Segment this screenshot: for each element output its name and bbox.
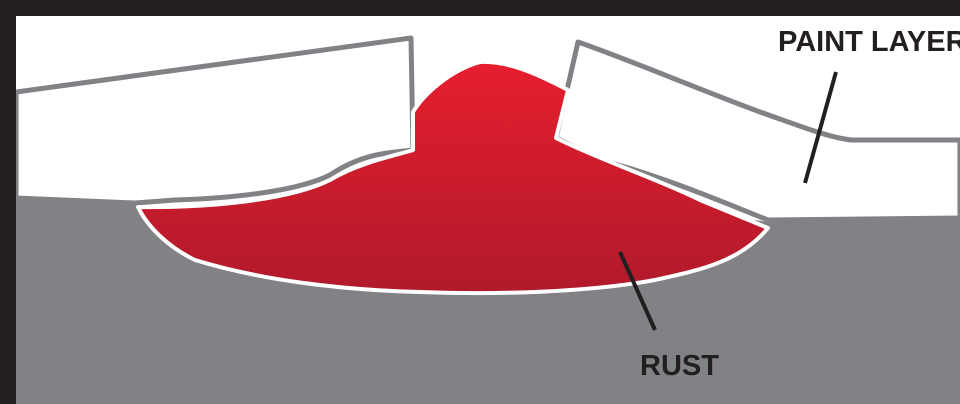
paint-layer-label: PAINT LAYER [778,26,960,58]
rust-label: RUST [640,350,719,382]
diagram-inner [16,16,960,404]
